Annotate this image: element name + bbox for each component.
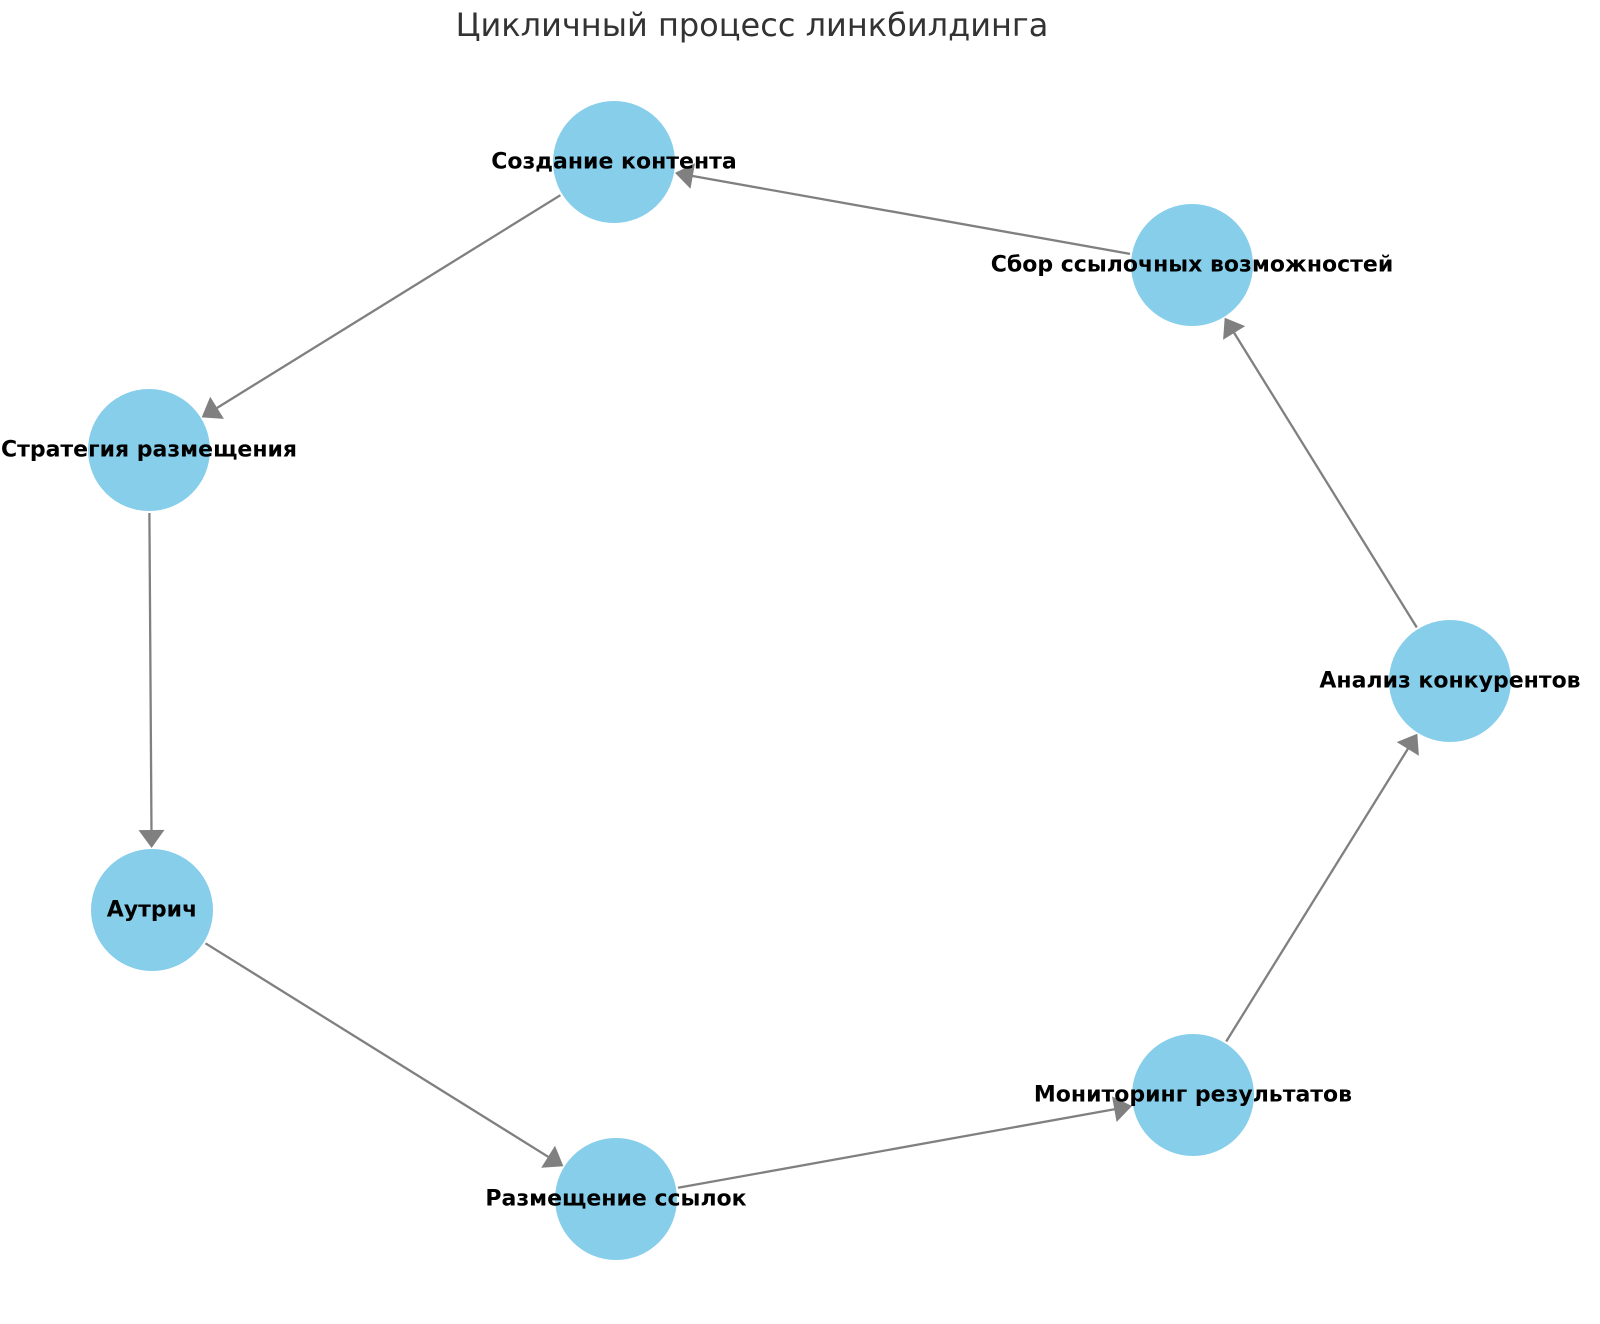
node-label-razmeshchenie-ssylok: Размещение ссылок [485, 1187, 746, 1212]
node-sozdanie-kontenta [553, 101, 675, 223]
node-analiz-konkurentov [1389, 620, 1511, 742]
edge-arrowhead-sbor-ssylochnyh-vozmozhnostej--sozdanie-kontenta [675, 163, 695, 189]
node-label-sbor-ssylochnyh-vozmozhnostej: Сбор ссылочных возможностей [991, 253, 1394, 278]
chart-title: Цикличный процесс линкбилдинга [455, 6, 1049, 44]
node-monitoring-rezultatov [1132, 1034, 1254, 1156]
edge-arrowhead-monitoring-rezultatov--analiz-konkurentov [1396, 733, 1419, 756]
node-autrich [91, 849, 213, 971]
node-label-sozdanie-kontenta: Создание контента [491, 150, 737, 175]
node-label-strategiya-razmeshcheniya: Стратегия размещения [1, 438, 297, 463]
edge-line-analiz-konkurentov--sbor-ssylochnyh-vozmozhnostej [1231, 329, 1418, 629]
edge-line-strategiya-razmeshcheniya--autrich [148, 512, 153, 834]
edge-line-autrich--razmeshchenie-ssylok [204, 942, 552, 1160]
node-label-monitoring-rezultatov: Мониторинг результатов [1034, 1083, 1352, 1108]
node-strategiya-razmeshcheniya [88, 389, 210, 511]
edge-line-razmeshchenie-ssylok--monitoring-rezultatov [677, 1107, 1118, 1189]
edge-arrowhead-razmeshchenie-ssylok--monitoring-rezultatov [1112, 1096, 1132, 1122]
edge-arrowhead-sozdanie-kontenta--strategiya-razmeshcheniya [201, 396, 224, 419]
edge-line-sozdanie-kontenta--strategiya-razmeshcheniya [213, 194, 562, 411]
node-label-autrich: Аутрич [107, 898, 197, 923]
edge-arrowhead-analiz-konkurentov--sbor-ssylochnyh-vozmozhnostej [1223, 317, 1246, 340]
edge-line-sbor-ssylochnyh-vozmozhnostej--sozdanie-kontenta [689, 174, 1131, 256]
edge-arrowhead-strategiya-razmeshcheniya--autrich [138, 829, 165, 848]
node-sbor-ssylochnyh-vozmozhnostej [1131, 204, 1253, 326]
node-razmeshchenie-ssylok [555, 1138, 677, 1260]
edge-arrowhead-autrich--razmeshchenie-ssylok [541, 1145, 564, 1168]
edge-line-monitoring-rezultatov--analiz-konkurentov [1225, 745, 1411, 1043]
node-label-analiz-konkurentov: Анализ конкурентов [1319, 669, 1580, 694]
